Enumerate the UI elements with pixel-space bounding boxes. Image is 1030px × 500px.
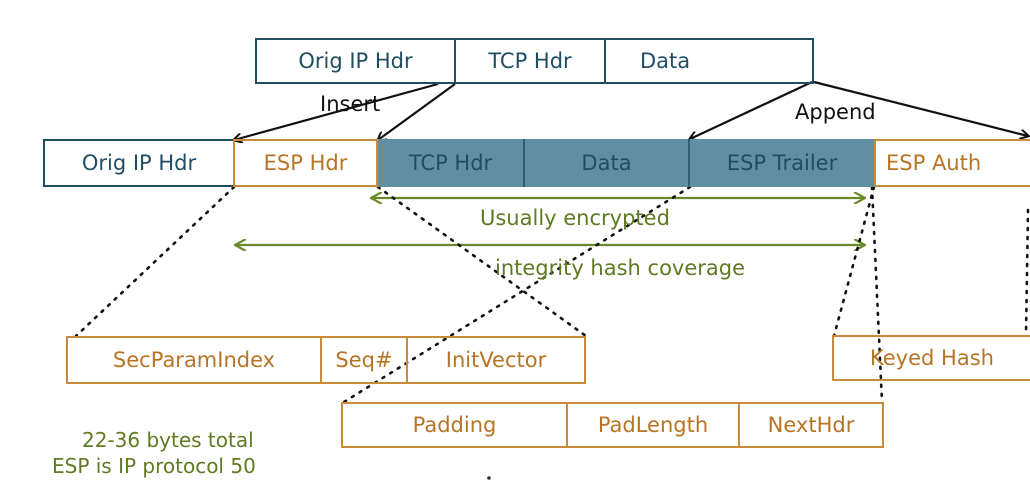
insert-arrow-left: [234, 82, 439, 140]
field-next-hdr: NextHdr: [738, 402, 884, 448]
orig-packet-data: Data: [604, 38, 814, 84]
usually-encrypted-label: Usually encrypted: [480, 206, 670, 230]
esp-trailer-expand-right: [870, 185, 884, 404]
integrity-coverage-label: integrity hash coverage: [495, 256, 746, 280]
field-seq-number: Seq#: [320, 336, 408, 384]
esp-auth-expand-left: [832, 185, 876, 338]
esp-hdr-expand-right: [376, 185, 588, 338]
esp-packet-tcp-hdr: TCP Hdr: [378, 139, 525, 187]
note-ip-protocol: ESP is IP protocol 50: [52, 454, 256, 478]
field-pad-length: PadLength: [566, 402, 740, 448]
esp-hdr-expand-left: [74, 185, 236, 338]
insert-arrow-right: [378, 83, 456, 140]
field-keyed-hash: Keyed Hash: [832, 335, 1030, 381]
orig-packet-tcp-hdr: TCP Hdr: [454, 38, 606, 84]
field-padding: Padding: [341, 402, 568, 448]
orig-packet-ip-hdr: Orig IP Hdr: [255, 38, 456, 84]
note-bytes-total: 22-36 bytes total: [82, 428, 254, 452]
esp-packet-data: Data: [525, 139, 690, 187]
append-label: Append: [795, 100, 876, 124]
esp-packet-esp-trailer: ESP Trailer: [690, 139, 874, 187]
insert-label: Insert: [320, 92, 381, 116]
esp-packet-esp-auth: ESP Auth: [874, 139, 1030, 187]
append-arrow-right: [813, 80, 1028, 136]
field-init-vector: InitVector: [406, 336, 586, 384]
esp-auth-expand-right: [1024, 208, 1030, 336]
esp-packet-orig-ip-hdr: Orig IP Hdr: [43, 139, 235, 187]
field-sec-param-index: SecParamIndex: [66, 336, 322, 384]
esp-packet-esp-hdr: ESP Hdr: [233, 139, 378, 187]
append-arrow-left: [690, 81, 813, 139]
stray-dot: [487, 476, 491, 480]
